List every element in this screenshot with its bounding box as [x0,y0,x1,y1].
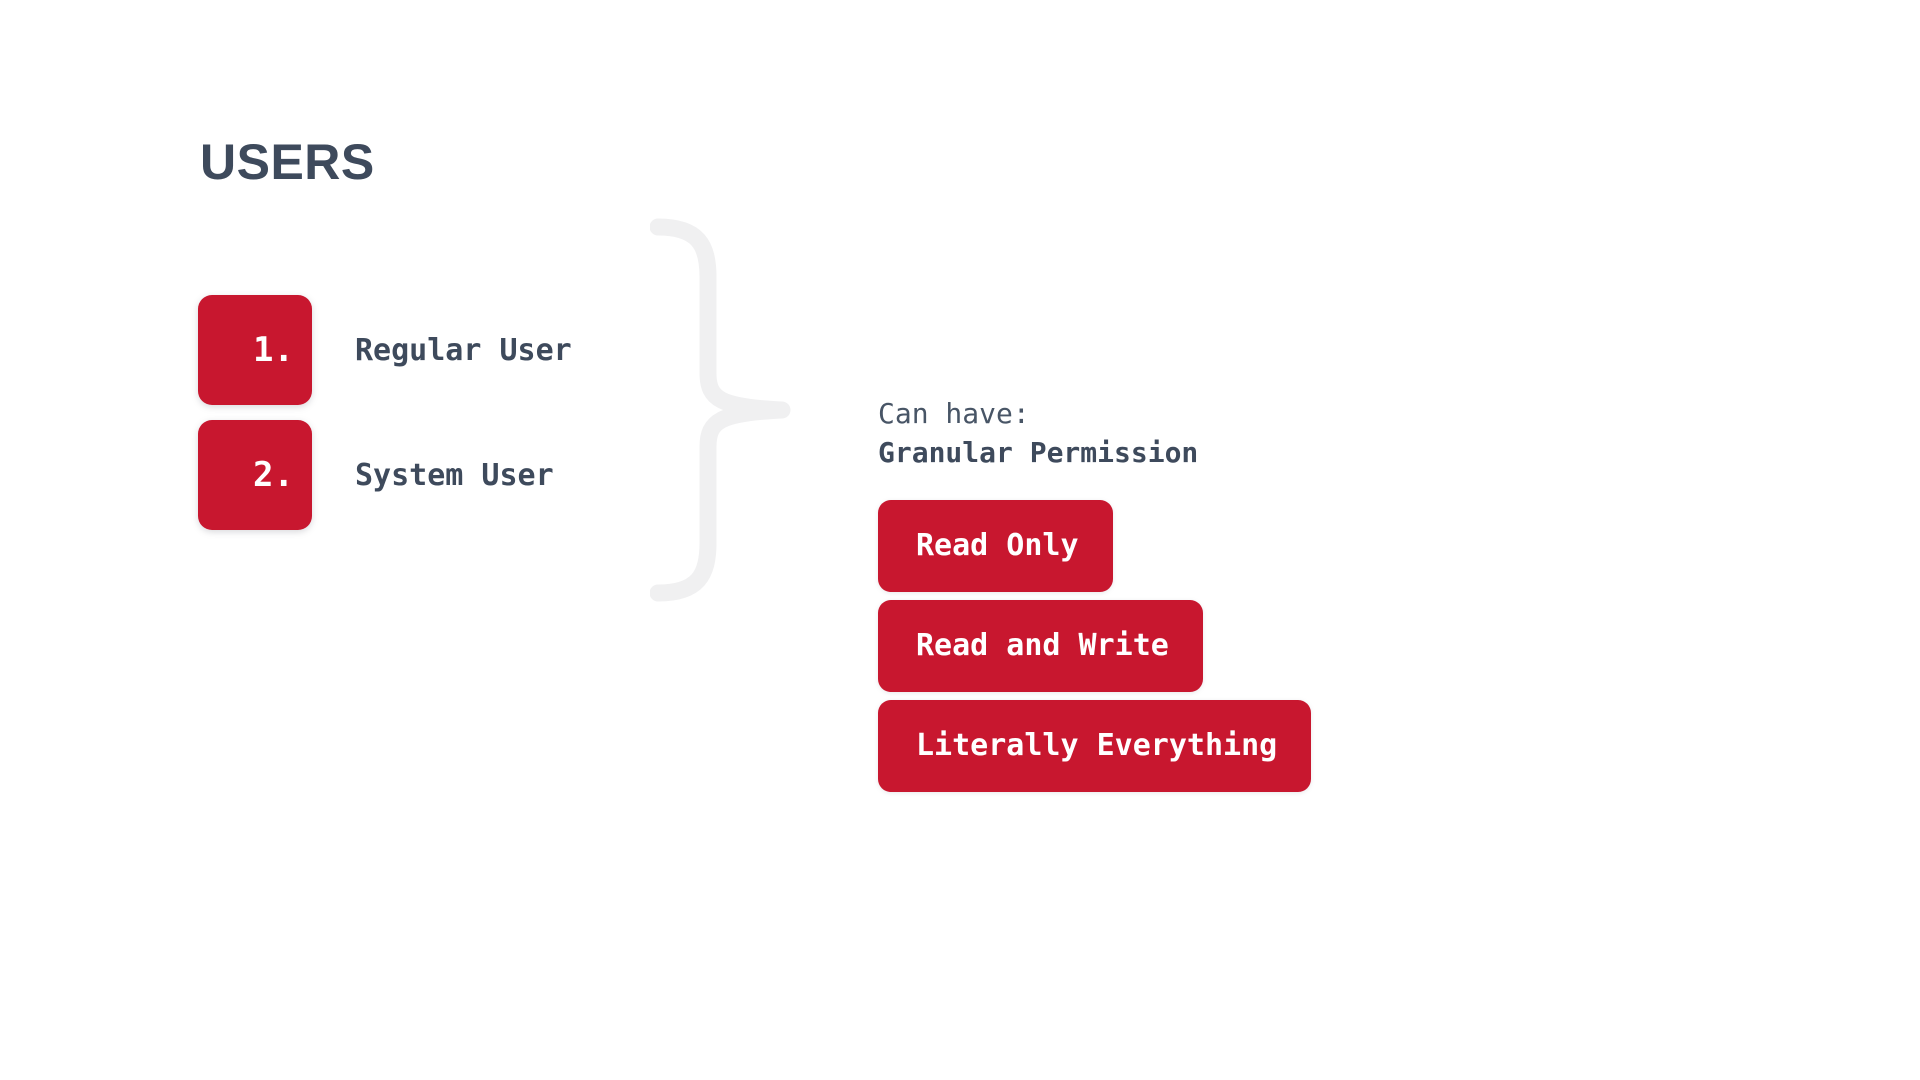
user-type-number-badge: 2. [198,420,312,530]
permission-level-read-only[interactable]: Read Only [878,500,1113,593]
permission-level-read-and-write[interactable]: Read and Write [878,600,1203,693]
permission-level-label: Read Only [916,528,1079,564]
permission-level-label: Read and Write [916,628,1169,664]
permission-levels-list: Read Only Read and Write Literally Every… [878,500,1578,793]
user-type-label: System User [355,457,554,493]
user-types-list: 1. Regular User 2. System User [198,295,718,545]
granular-permission-panel: Can have: Granular Permission Read Only … [878,395,1578,800]
user-type-number-badge: 1. [198,295,312,405]
permission-caption-line-1: Can have: [878,397,1030,430]
user-type-number-label: 1. [253,330,294,370]
list-item[interactable]: 2. System User [198,420,718,530]
list-item[interactable]: 1. Regular User [198,295,718,405]
permission-caption-line-2: Granular Permission [878,435,1199,469]
permission-level-literally-everything[interactable]: Literally Everything [878,700,1312,793]
page-title: USERS [200,134,375,190]
user-type-label: Regular User [355,332,572,368]
user-type-number-label: 2. [253,455,294,495]
permission-level-label: Literally Everything [916,728,1278,764]
